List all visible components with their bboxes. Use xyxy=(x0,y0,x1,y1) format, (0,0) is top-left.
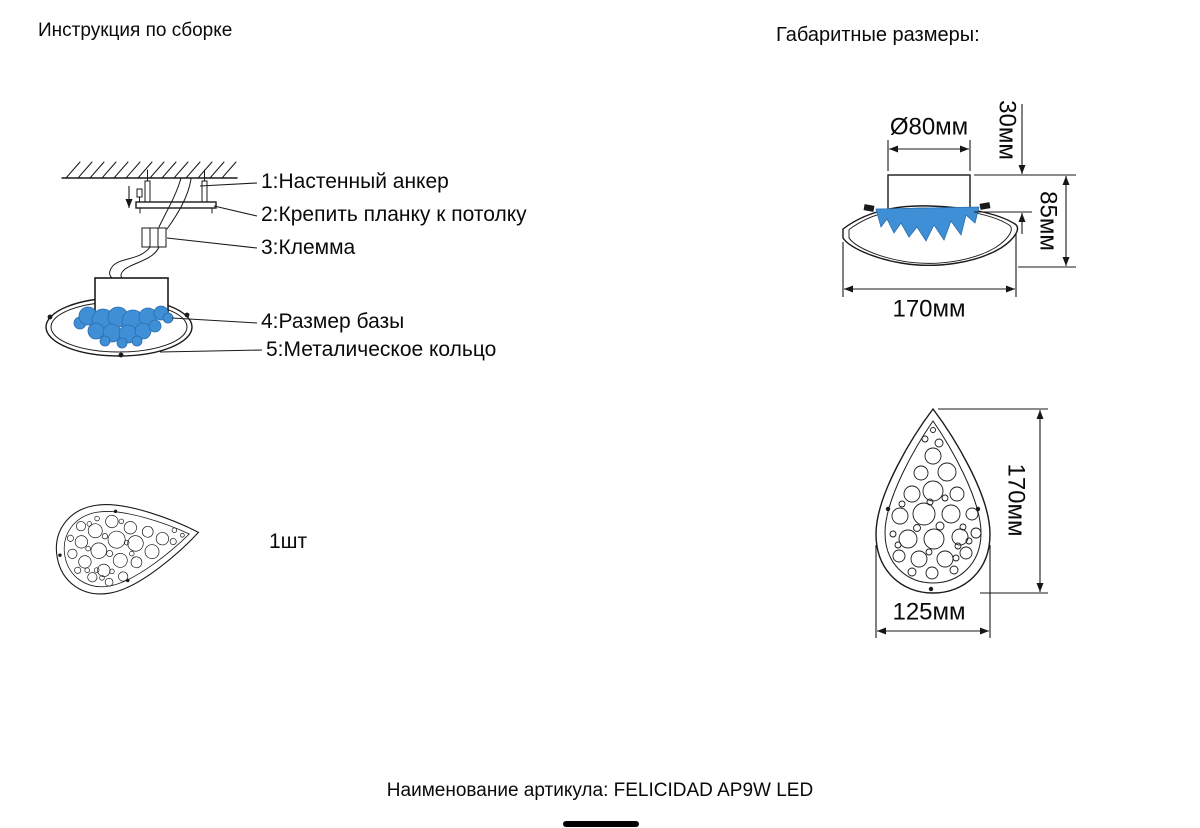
total-height-dimension: 85мм xyxy=(1034,191,1062,251)
side-clip-right xyxy=(979,202,991,210)
front-width-dimension: 125мм xyxy=(892,598,966,626)
front-view-dimension-lines xyxy=(875,408,1048,638)
assembly-label-2: 2:Крепить планку к потолку xyxy=(261,203,527,226)
base-height-dimension: 30мм xyxy=(993,100,1021,160)
crystal-decoration xyxy=(73,305,174,349)
side-width-dimension: 170мм xyxy=(892,295,966,323)
assembly-label-5: 5:Металическое кольцо xyxy=(266,338,497,361)
anchor-bolts xyxy=(144,169,208,203)
side-clip-left xyxy=(863,204,875,212)
diameter-dimension: Ø80мм xyxy=(889,113,969,141)
small-front-view xyxy=(48,488,207,602)
terminal-block xyxy=(141,227,167,248)
side-view-crystals xyxy=(875,206,980,242)
assembly-diagram xyxy=(45,161,263,358)
mounting-bracket xyxy=(135,201,217,214)
assembly-label-3: 3:Клемма xyxy=(261,236,356,259)
assembly-label-4: 4:Размер базы xyxy=(261,310,405,333)
ceiling-hatch xyxy=(61,161,238,179)
front-view-drawing xyxy=(875,408,1048,638)
front-height-dimension: 170мм xyxy=(1002,463,1030,537)
dimensions-title: Габаритные размеры: xyxy=(776,24,980,46)
page-title: Инструкция по сборке xyxy=(38,20,233,41)
side-view-dimension-lines xyxy=(842,104,1076,297)
bottom-bar xyxy=(563,821,639,827)
leader-lines xyxy=(159,182,263,353)
quantity-label: 1шт xyxy=(269,530,308,553)
side-view-drawing xyxy=(842,104,1076,297)
article-name: Наименование артикула: FELICIDAD AP9W LE… xyxy=(386,780,814,801)
lamp-base xyxy=(94,277,169,314)
assembly-label-1: 1:Настенный анкер xyxy=(261,170,449,193)
